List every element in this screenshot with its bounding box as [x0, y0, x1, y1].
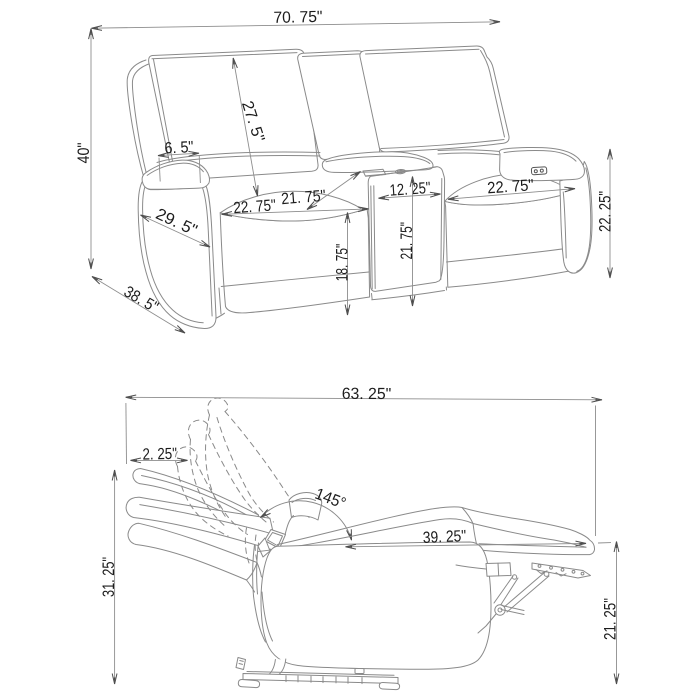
- svg-text:40": 40": [75, 142, 93, 163]
- svg-text:31. 25": 31. 25": [100, 557, 118, 597]
- svg-text:2. 25": 2. 25": [142, 445, 177, 464]
- svg-text:21. 75": 21. 75": [281, 187, 327, 208]
- svg-text:70. 75": 70. 75": [273, 8, 323, 27]
- svg-text:21. 25": 21. 25": [602, 598, 620, 640]
- svg-text:63. 25": 63. 25": [342, 385, 392, 403]
- svg-text:22. 75": 22. 75": [487, 176, 535, 197]
- svg-text:6. 5": 6. 5": [164, 138, 194, 158]
- svg-text:22. 25": 22. 25": [597, 191, 615, 232]
- svg-text:21. 75": 21. 75": [398, 222, 416, 260]
- svg-text:39. 25": 39. 25": [422, 527, 466, 547]
- svg-text:18. 75": 18. 75": [334, 244, 352, 282]
- svg-text:12. 25": 12. 25": [389, 179, 431, 200]
- svg-text:22. 75": 22. 75": [233, 196, 277, 217]
